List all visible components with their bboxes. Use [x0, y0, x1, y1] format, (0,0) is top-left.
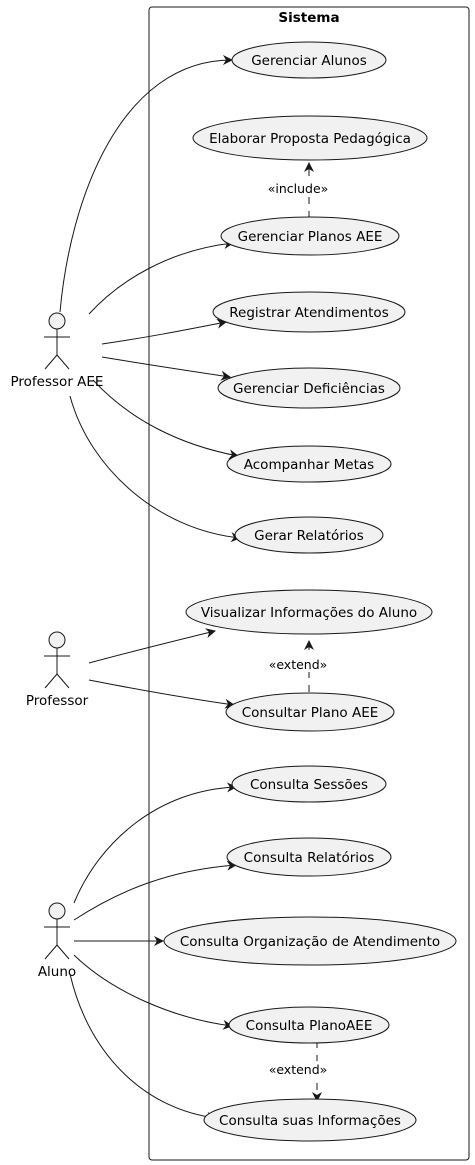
use-case-consulta-organizacao[interactable]: Consulta Organização de Atendimento: [163, 916, 457, 966]
use-case-label: Registrar Atendimentos: [229, 305, 388, 321]
use-case-label: Consulta suas Informações: [219, 1113, 401, 1129]
use-case-label: Gerenciar Alunos: [251, 53, 367, 69]
assoc-gerenciar-deficiencias: [101, 356, 231, 381]
assoc-gerar-relatorios: [69, 395, 241, 543]
assoc-consultar-plano: [88, 679, 235, 709]
use-case-label: Elaborar Proposta Pedagógica: [209, 131, 411, 147]
use-case-label: Acompanhar Metas: [244, 457, 374, 473]
assoc-acompanhar-metas: [92, 379, 239, 460]
use-case-label: Consulta Sessões: [250, 777, 368, 793]
actor-professor[interactable]: Professor: [26, 631, 89, 709]
extend-label-2: «extend»: [269, 1062, 328, 1077]
use-case-gerar-relatorios[interactable]: Gerar Relatórios: [234, 516, 384, 554]
use-case-gerenciar-deficiencias[interactable]: Gerenciar Deficiências: [217, 367, 401, 409]
use-case-consultar-plano[interactable]: Consultar Plano AEE: [225, 692, 395, 732]
actor-label-aluno: Aluno: [38, 964, 76, 980]
use-case-acompanhar-metas[interactable]: Acompanhar Metas: [226, 445, 392, 483]
use-case-label: Gerar Relatórios: [254, 528, 364, 544]
use-case-consulta-sessoes[interactable]: Consulta Sessões: [231, 765, 387, 803]
include-label: «include»: [268, 181, 329, 196]
actor-aluno[interactable]: Aluno: [38, 902, 76, 980]
associations-professor: [88, 628, 235, 709]
use-case-label: Consulta Organização de Atendimento: [180, 934, 440, 950]
use-case-consulta-info[interactable]: Consulta suas Informações: [203, 1098, 417, 1142]
assoc-consulta-planoaee: [73, 954, 233, 1030]
system-title: Sistema: [278, 10, 339, 26]
use-case-visualizar-info-aluno[interactable]: Visualizar Informações do Aluno: [185, 589, 433, 635]
use-case-label: Consulta PlanoAEE: [246, 1018, 373, 1034]
use-case-registrar-atendimentos[interactable]: Registrar Atendimentos: [212, 291, 406, 333]
actor-professor-aee[interactable]: Professor AEE: [11, 312, 104, 390]
use-case-label: Gerenciar Planos AEE: [238, 229, 383, 245]
assoc-gerenciar-planos: [88, 239, 234, 315]
extend-label-1: «extend»: [269, 657, 328, 672]
use-case-consulta-relatorios[interactable]: Consulta Relatórios: [226, 837, 392, 877]
associations-aluno: [69, 782, 237, 1122]
assoc-consulta-relatorios: [73, 860, 237, 921]
system-boundary: Sistema: [148, 6, 470, 1161]
assoc-consulta-info: [69, 973, 217, 1122]
use-case-label: Consulta Relatórios: [244, 850, 375, 866]
assoc-registrar-atendimentos: [101, 318, 227, 345]
use-case-label: Gerenciar Deficiências: [233, 381, 385, 397]
use-case-label: Visualizar Informações do Aluno: [201, 605, 417, 621]
actor-label-professor-aee: Professor AEE: [11, 374, 104, 390]
use-case-gerenciar-planos[interactable]: Gerenciar Planos AEE: [220, 216, 400, 256]
use-case-consulta-planoaee[interactable]: Consulta PlanoAEE: [228, 1006, 390, 1044]
associations-professor-aee: [59, 55, 241, 543]
use-case-elaborar-proposta[interactable]: Elaborar Proposta Pedagógica: [192, 115, 428, 161]
assoc-consulta-sessoes: [73, 782, 237, 904]
use-case-gerenciar-alunos[interactable]: Gerenciar Alunos: [231, 41, 387, 79]
actor-label-professor: Professor: [26, 693, 89, 709]
assoc-gerenciar-alunos: [59, 55, 233, 313]
assoc-visualizar-info: [88, 628, 216, 664]
use-case-label: Consultar Plano AEE: [242, 705, 379, 721]
